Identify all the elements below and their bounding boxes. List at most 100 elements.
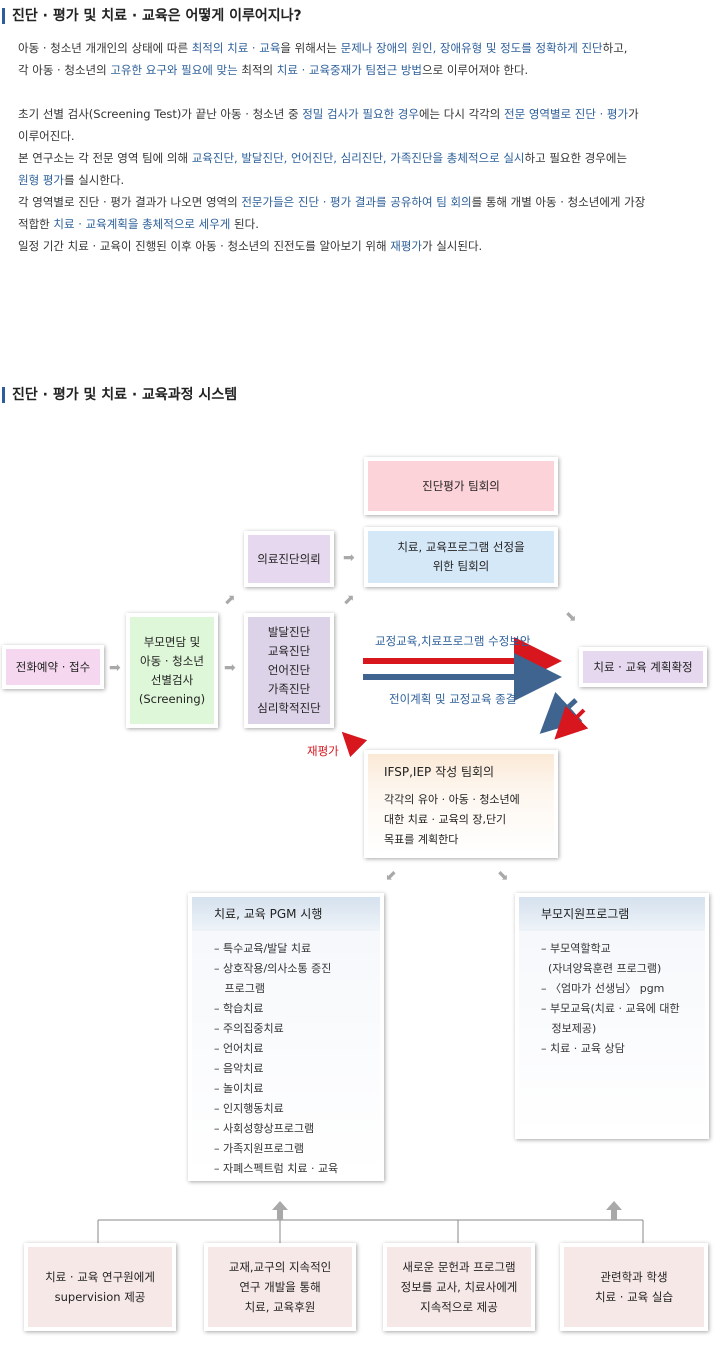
body-text: 으로 이루어져야 한다.	[422, 63, 529, 77]
highlight-text: 원형 평가	[18, 173, 64, 187]
arrow-down-left-icon: ⬋	[385, 868, 397, 884]
body-text: 가	[628, 107, 639, 121]
highlight-text: 치료 · 교육중재가 팀접근 방법	[276, 63, 423, 77]
body-text: 초기 선별 검사(Screening Test)가 끝난 아동 · 청소년 중	[18, 107, 303, 121]
iep-body: 각각의 유아 · 아동 · 청소년에 대한 치료 · 교육의 장,단기 목표를 …	[384, 793, 520, 846]
body-text: 하고 필요한 경우에는	[524, 151, 628, 165]
list-item: (자녀양육훈련 프로그램)	[541, 962, 662, 975]
support-box-literature: 새로운 문헌과 프로그램 정보를 교사, 치료사에게 지속적으로 제공	[383, 1243, 535, 1331]
body-text: 각 아동 · 청소년의	[18, 63, 111, 77]
title-bar-marker	[2, 387, 5, 403]
plan-confirm-box: 치료 · 교육 계획확정	[579, 647, 707, 687]
parent-program-list: – 부모역할학교 (자녀양육훈련 프로그램)– 〈엄마가 선생님〉 pgm– 부…	[519, 931, 705, 1135]
description-line: 이루어진다.	[18, 125, 708, 147]
highlight-text: 재평가	[390, 239, 422, 253]
support-connector-tree	[97, 1219, 644, 1243]
body-text: 하고,	[602, 41, 628, 55]
list-item: – 학습치료	[214, 1002, 264, 1015]
highlight-text: 문제나 장애의 원인, 장애유형 및 정도를 정확하게 진단	[340, 41, 603, 55]
list-item: 프로그램	[214, 982, 265, 995]
medical-consult-label: 의료진단의뢰	[248, 535, 330, 583]
arrow-diag-red	[554, 705, 589, 740]
description-line: 각 영역별로 진단 · 평가 결과가 나오면 영역의 전문가들은 진단 · 평가…	[18, 191, 708, 213]
body-text: 된다.	[230, 217, 259, 231]
label-revise: 교정교육,치료프로그램 수정보안	[375, 634, 531, 648]
reception-box: 전화예약 · 접수	[2, 645, 104, 689]
highlight-text: 전문 영역별로 진단 · 평가	[504, 107, 629, 121]
list-item: – 사회성향상프로그램	[214, 1122, 315, 1135]
arrow-right-icon: ➡	[109, 660, 121, 676]
support-label: 새로운 문헌과 프로그램 정보를 교사, 치료사에게 지속적으로 제공	[387, 1247, 531, 1327]
list-item: – 특수교육/발달 치료	[214, 942, 312, 955]
arrow-reeval	[341, 731, 368, 758]
body-text: 아동 · 청소년 개개인의 상태에 따른	[18, 41, 192, 55]
description-line: 각 아동 · 청소년의 고유한 요구와 필요에 맞는 최적의 치료 · 교육중재…	[18, 59, 708, 81]
arrow-diag-blue	[539, 691, 583, 734]
support-box-materials: 교재,교구의 지속적인 연구 개발을 통해 치료, 교육후원	[204, 1243, 356, 1331]
list-item: – 자폐스펙트럼 치료 · 교육	[214, 1162, 339, 1175]
list-item: – 주의집중치료	[214, 1022, 284, 1035]
highlight-text: 전문가들은 진단 · 평가 결과를 공유하여 팀 회의	[241, 195, 472, 209]
section-title-text: 진단 · 평가 및 치료 · 교육은 어떻게 이루어지나?	[12, 8, 302, 24]
body-text: 일정 기간 치료 · 교육이 진행된 이후 아동 · 청소년의 진전도를 알아보…	[18, 239, 391, 253]
program-box: 치료, 교육 PGM 시행 – 특수교육/발달 치료 – 상호작용/의사소통 증진…	[188, 893, 384, 1181]
description-line: 일정 기간 치료 · 교육이 진행된 이후 아동 · 청소년의 진전도를 알아보…	[18, 235, 708, 257]
list-item: – 상호작용/의사소통 증진	[214, 962, 332, 975]
body-text: 를 통해 개별 아동 · 청소년에게 가장	[471, 195, 646, 209]
support-label: 관련학과 학생 치료 · 교육 실습	[564, 1247, 704, 1327]
process-description: 아동 · 청소년 개개인의 상태에 따른 최적의 치료 · 교육을 위해서는 문…	[18, 37, 708, 257]
support-box-supervision: 치료 · 교육 연구원에게 supervision 제공	[24, 1243, 176, 1331]
list-item: – 〈엄마가 선생님〉 pgm	[541, 982, 665, 995]
highlight-text: 치료 · 교육계획을 총체적으로 세우게	[53, 217, 231, 231]
description-line: 원형 평가를 실시한다.	[18, 169, 708, 191]
diagnoses-label: 발달진단 교육진단 언어진단 가족진단 심리학적진단	[248, 617, 330, 724]
body-text: 이루어진다.	[18, 129, 75, 143]
description-line	[18, 81, 708, 103]
body-text: 을 위해서는	[280, 41, 341, 55]
team-meeting-diag-box: 진단평가 팀회의	[364, 457, 558, 515]
section-title-text: 진단 · 평가 및 치료 · 교육과정 시스템	[12, 387, 238, 403]
arrow-right-icon: ➡	[343, 550, 355, 566]
medical-consult-box: 의료진단의뢰	[244, 531, 334, 587]
arrow-up-right-icon: ⬈	[343, 592, 355, 608]
list-item: – 언어치료	[214, 1042, 264, 1055]
highlight-text: 정밀 검사가 필요한 경우	[302, 107, 419, 121]
body-text: 적합한	[18, 217, 54, 231]
support-label: 치료 · 교육 연구원에게 supervision 제공	[28, 1247, 172, 1327]
arrow-up-right-icon: ⬈	[224, 592, 236, 608]
body-text: 최적의	[237, 63, 277, 77]
body-text: 를 실시한다.	[63, 173, 125, 187]
list-item: – 음악치료	[214, 1062, 264, 1075]
title-bar-marker	[2, 8, 5, 24]
description-line: 초기 선별 검사(Screening Test)가 끝난 아동 · 청소년 중 …	[18, 103, 708, 125]
program-title: 치료, 교육 PGM 시행	[192, 897, 380, 931]
iep-box: IFSP,IEP 작성 팀회의 각각의 유아 · 아동 · 청소년에 대한 치료…	[364, 750, 558, 858]
plan-confirm-label: 치료 · 교육 계획확정	[583, 651, 703, 683]
support-label: 교재,교구의 지속적인 연구 개발을 통해 치료, 교육후원	[208, 1247, 352, 1327]
diagnoses-box: 발달진단 교육진단 언어진단 가족진단 심리학적진단	[244, 613, 334, 728]
body-text: 에는 다시 각각의	[418, 107, 504, 121]
highlight-text: 고유한 요구와 필요에 맞는	[110, 63, 238, 77]
description-line: 본 연구소는 각 전문 영역 팀에 의해 교육진단, 발달진단, 언어진단, 심…	[18, 147, 708, 169]
parent-program-box: 부모지원프로그램 – 부모역할학교 (자녀양육훈련 프로그램)– 〈엄마가 선생…	[515, 893, 709, 1139]
screening-box: 부모면담 및 아동 · 청소년 선별검사 (Screening)	[126, 613, 218, 728]
program-list: – 특수교육/발달 치료 – 상호작용/의사소통 증진 프로그램 – 학습치료 – 주…	[192, 931, 380, 1177]
list-item: 정보제공)	[541, 1022, 597, 1035]
list-item: – 치료 · 교육 상담	[541, 1042, 625, 1055]
body-text: 가 실시된다.	[421, 239, 483, 253]
highlight-text: 교육진단, 발달진단, 언어진단, 심리진단, 가족진단을 총체적으로 실시	[191, 151, 525, 165]
arrow-down-right-icon: ⬊	[565, 609, 577, 625]
description-line: 아동 · 청소년 개개인의 상태에 따른 최적의 치료 · 교육을 위해서는 문…	[18, 37, 708, 59]
support-box-practicum: 관련학과 학생 치료 · 교육 실습	[560, 1243, 708, 1331]
up-arrows	[272, 1201, 622, 1220]
reception-label: 전화예약 · 접수	[6, 649, 100, 685]
arrow-right-icon: ➡	[224, 660, 236, 676]
arrow-down-right-icon: ⬊	[497, 868, 509, 884]
label-end: 전이계획 및 교정교육 종결	[389, 692, 517, 706]
section-title-process: 진단 · 평가 및 치료 · 교육은 어떻게 이루어지나?	[0, 7, 302, 25]
section-title-system: 진단 · 평가 및 치료 · 교육과정 시스템	[0, 386, 237, 404]
description-line: 적합한 치료 · 교육계획을 총체적으로 세우게 된다.	[18, 213, 708, 235]
list-item: – 부모교육(치료 · 교육에 대한	[541, 1002, 680, 1015]
list-item: – 인지행동치료	[214, 1102, 284, 1115]
list-item: – 가족지원프로그램	[214, 1142, 304, 1155]
